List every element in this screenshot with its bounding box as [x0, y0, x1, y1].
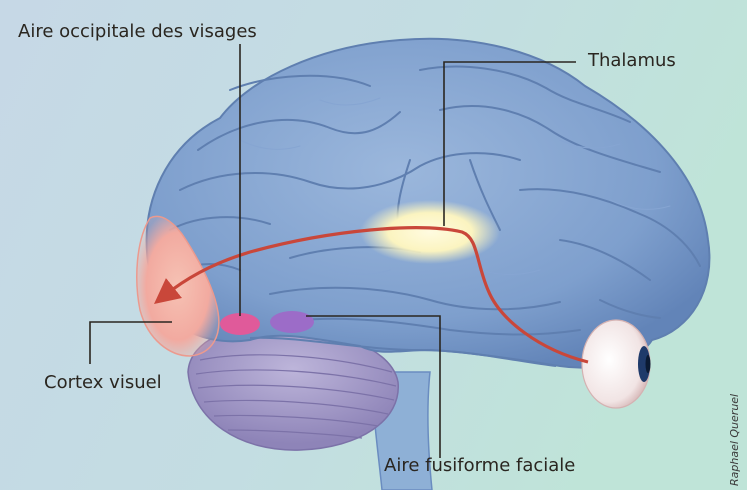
occipital-face-area: [220, 313, 260, 335]
eye: [582, 320, 651, 408]
fusiform-face-area: [270, 311, 314, 333]
label-thalamus: Thalamus: [588, 52, 676, 70]
thalamus-region: [360, 200, 500, 264]
label-occipital-face-area: Aire occipitale des visages: [18, 23, 257, 41]
illustrator-credit: Raphael Queruel: [728, 394, 741, 486]
label-fusiform-face-area: Aire fusiforme faciale: [384, 457, 575, 475]
label-visual-cortex: Cortex visuel: [44, 374, 162, 392]
